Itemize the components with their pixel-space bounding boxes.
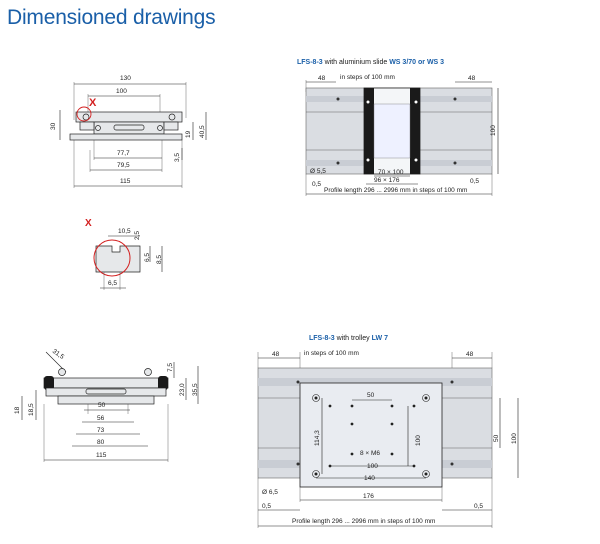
dim-77-7: 77,7 (117, 150, 130, 157)
dim-140: 140 (364, 475, 375, 482)
view2-caption: LFS-8-3 with aluminium slide WS 3/70 or … (297, 59, 444, 66)
dim-56: 56 (97, 415, 105, 422)
dim-6-5b: 6,5 (108, 280, 117, 287)
dim-50-right: 50 (493, 434, 500, 442)
bolt-head (168, 113, 176, 121)
dim-48b: 48 (466, 351, 474, 358)
dim-79-5: 79,5 (117, 162, 130, 169)
dim-hole-6-5: Ø 6,5 (262, 489, 278, 496)
dim-70-100: 70 × 100 (378, 169, 404, 176)
dim-6-5: 6,5 (144, 253, 151, 262)
dim-48b: 48 (468, 75, 476, 82)
dim-130: 130 (120, 75, 131, 82)
dim-0-5b: 0,5 (474, 503, 483, 510)
dim-8-5: 8,5 (156, 255, 163, 264)
detail-circle (93, 239, 131, 277)
dim-0-5a: 0,5 (312, 181, 321, 188)
slide-plate (75, 111, 183, 123)
dim-176: 176 (363, 493, 374, 500)
dim-18: 18 (14, 406, 21, 414)
dim-100-right: 100 (511, 433, 518, 444)
trolley-plate (299, 382, 443, 488)
top-view-slide: LFS-8-3 with aluminium slide WS 3/70 or … (297, 59, 499, 196)
dim-0-5a: 0,5 (262, 503, 271, 510)
dim-48a: 48 (318, 75, 326, 82)
dim-50: 50 (98, 402, 106, 409)
dim-10-5: 10,5 (118, 228, 131, 235)
dim-hole-5-5: Ø 5,5 (310, 168, 326, 175)
dim-100: 100 (116, 88, 127, 95)
dim-steps: in steps of 100 mm (340, 74, 395, 81)
dim-100-horizontal: 100 (367, 463, 378, 470)
page-title: Dimensioned drawings (7, 6, 216, 29)
t-slot-profile (95, 245, 141, 273)
dim-40-5: 40,5 (199, 125, 206, 138)
roller (144, 368, 152, 376)
dim-100: 100 (490, 125, 497, 136)
dim-30: 30 (50, 122, 57, 130)
mounting-hole (312, 470, 320, 478)
dim-steps: in steps of 100 mm (304, 350, 359, 357)
dim-0-5b: 0,5 (470, 178, 479, 185)
dim-3-5: 3,5 (174, 153, 181, 162)
dim-7-5: 7,5 (167, 363, 174, 372)
dim-profile-length: Profile length 296 ... 2996 mm in steps … (292, 518, 435, 525)
rail-profile (57, 395, 155, 405)
dim-96-176: 96 × 176 (374, 177, 400, 184)
cross-section-slide-view: 130 100 X 30 19 40,5 77,7 79,5 3,5 (50, 75, 207, 188)
roller (58, 368, 66, 376)
dim-115: 115 (120, 178, 131, 185)
dim-profile-length: Profile length 296 ... 2996 mm in steps … (324, 187, 467, 194)
dim-115: 115 (96, 452, 107, 459)
mounting-hole (312, 394, 320, 402)
dim-100-vertical: 100 (415, 435, 422, 446)
mounting-hole (422, 470, 430, 478)
dim-73: 73 (97, 427, 105, 434)
dim-50: 50 (367, 392, 375, 399)
view4-caption: LFS-8-3 with trolley LW 7 (309, 335, 388, 342)
bolt-head (82, 113, 90, 121)
cross-section-trolley-view: 31,5 7,5 23,0 35,5 18 18,5 50 56 73 80 1… (14, 348, 199, 462)
trolley-plate (43, 377, 169, 389)
dim-23: 23,0 (179, 383, 186, 396)
dim-80: 80 (97, 439, 105, 446)
dim-35-5: 35,5 (192, 383, 199, 396)
rail-profile (69, 133, 183, 141)
dim-19: 19 (185, 130, 192, 138)
mounting-hole (422, 394, 430, 402)
top-view-trolley: LFS-8-3 with trolley LW 7 48 in steps of… (257, 335, 519, 528)
dim-18-5: 18,5 (28, 403, 35, 416)
dim-2-5: 2,5 (134, 231, 141, 240)
detail-circle (76, 106, 92, 122)
dim-48a: 48 (272, 351, 280, 358)
detail-mark: X (85, 218, 92, 229)
detail-mark: X (89, 97, 97, 109)
dim-114-3: 114,3 (314, 430, 321, 446)
detail-x-view: X 10,5 2,5 6,5 8,5 6,5 (85, 218, 163, 290)
holes-8-m6: 8 × M6 (360, 450, 380, 457)
